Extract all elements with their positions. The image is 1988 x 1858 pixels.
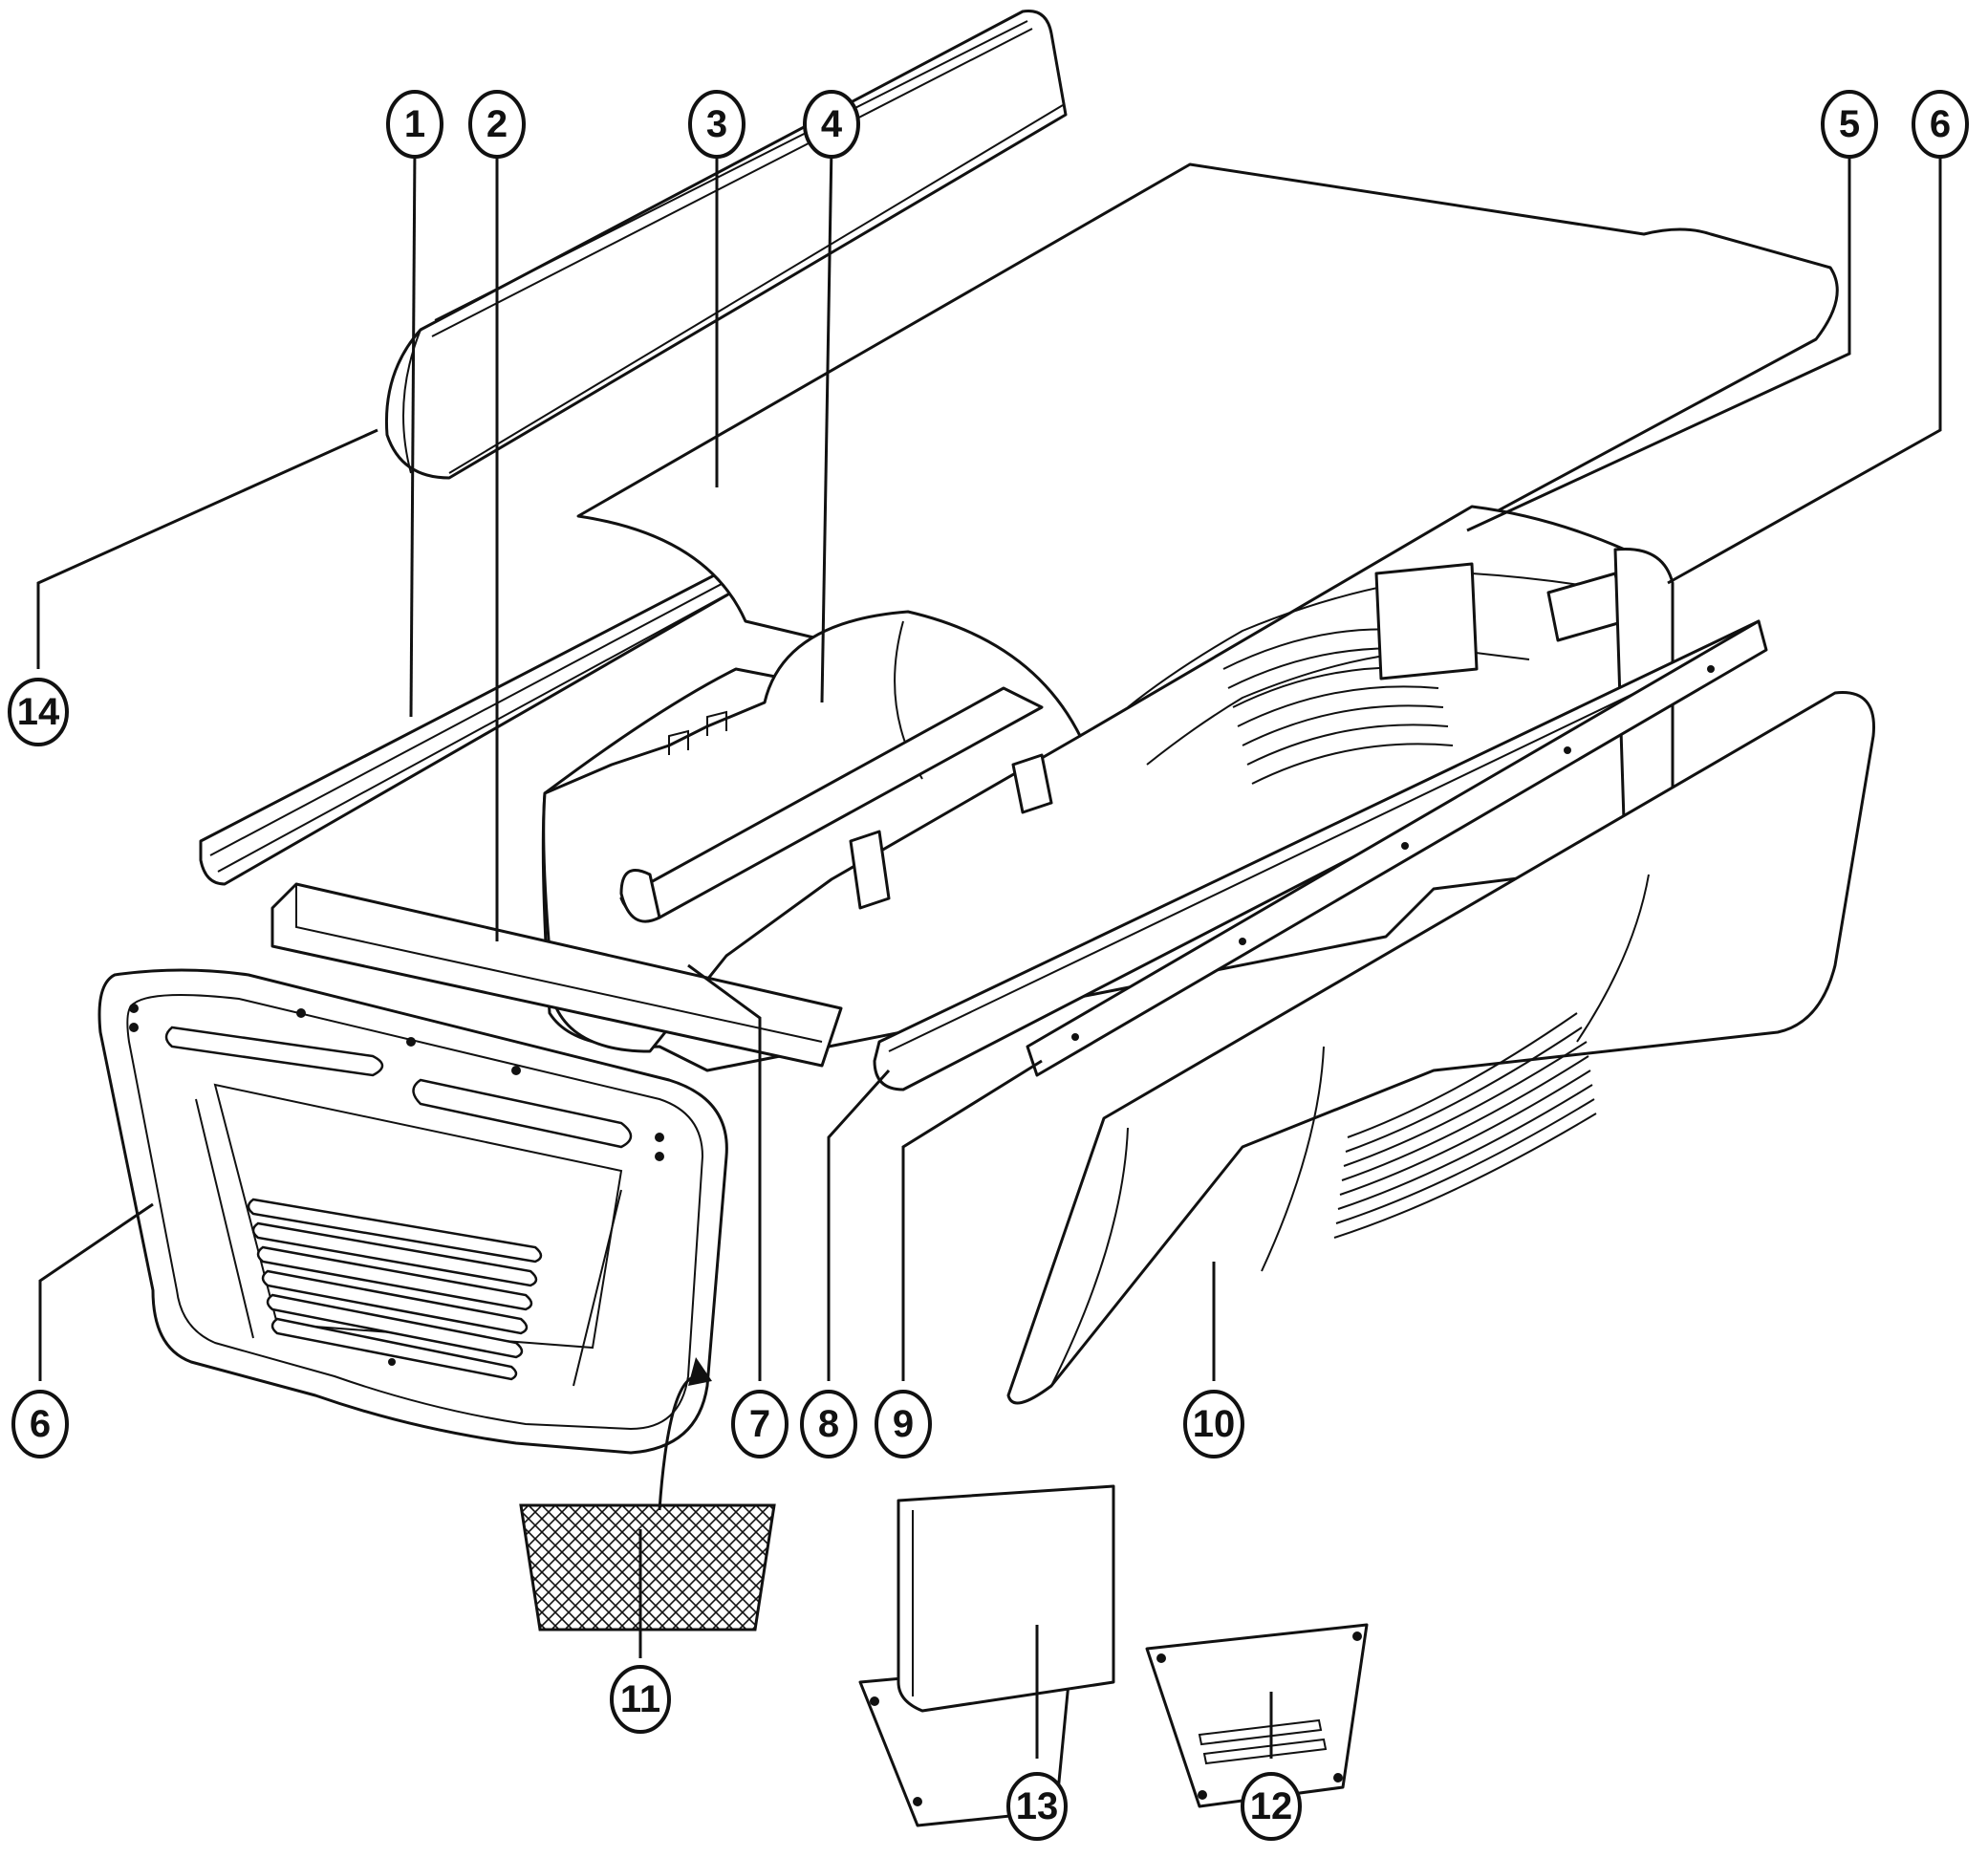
part-filter-mesh (519, 1357, 776, 1631)
callout-6-top: 6 (1912, 90, 1969, 159)
callout-8: 8 (800, 1390, 857, 1458)
svg-text:3: 3 (706, 103, 727, 145)
svg-text:1: 1 (404, 103, 425, 145)
part-grille-panel (97, 968, 728, 1455)
callout-6-front: 6 (11, 1390, 69, 1458)
svg-text:11: 11 (620, 1678, 660, 1720)
part-channel (619, 686, 1044, 923)
part-bracket (270, 882, 843, 1068)
svg-text:13: 13 (1016, 1785, 1059, 1827)
callout-11: 11 (610, 1665, 671, 1734)
callout-10: 10 (1183, 1390, 1244, 1458)
svg-text:9: 9 (893, 1403, 914, 1445)
leader-lines (36, 144, 1942, 1759)
svg-text:6: 6 (1930, 103, 1951, 145)
svg-text:7: 7 (749, 1403, 770, 1445)
svg-text:8: 8 (818, 1403, 839, 1445)
callout-2: 2 (468, 90, 526, 159)
callout-13: 13 (1006, 1772, 1068, 1841)
svg-text:4: 4 (821, 103, 843, 145)
svg-text:5: 5 (1839, 103, 1860, 145)
callout-14: 14 (8, 678, 69, 746)
callout-7: 7 (731, 1390, 789, 1458)
callout-4: 4 (803, 90, 860, 159)
part-vent-plate (1145, 1623, 1369, 1808)
svg-text:12: 12 (1250, 1785, 1293, 1827)
callout-9: 9 (875, 1390, 932, 1458)
callout-5: 5 (1821, 90, 1878, 159)
part-top-rail (384, 9, 1068, 480)
svg-text:2: 2 (486, 103, 508, 145)
callout-3: 3 (688, 90, 746, 159)
part-front-cover (1006, 691, 1875, 1405)
svg-text:10: 10 (1193, 1403, 1236, 1445)
part-side-rail (199, 557, 767, 886)
part-control-box (858, 1484, 1115, 1827)
callout-12: 12 (1241, 1772, 1302, 1841)
svg-text:6: 6 (30, 1403, 51, 1445)
callout-1: 1 (386, 90, 443, 159)
svg-text:14: 14 (17, 691, 60, 733)
